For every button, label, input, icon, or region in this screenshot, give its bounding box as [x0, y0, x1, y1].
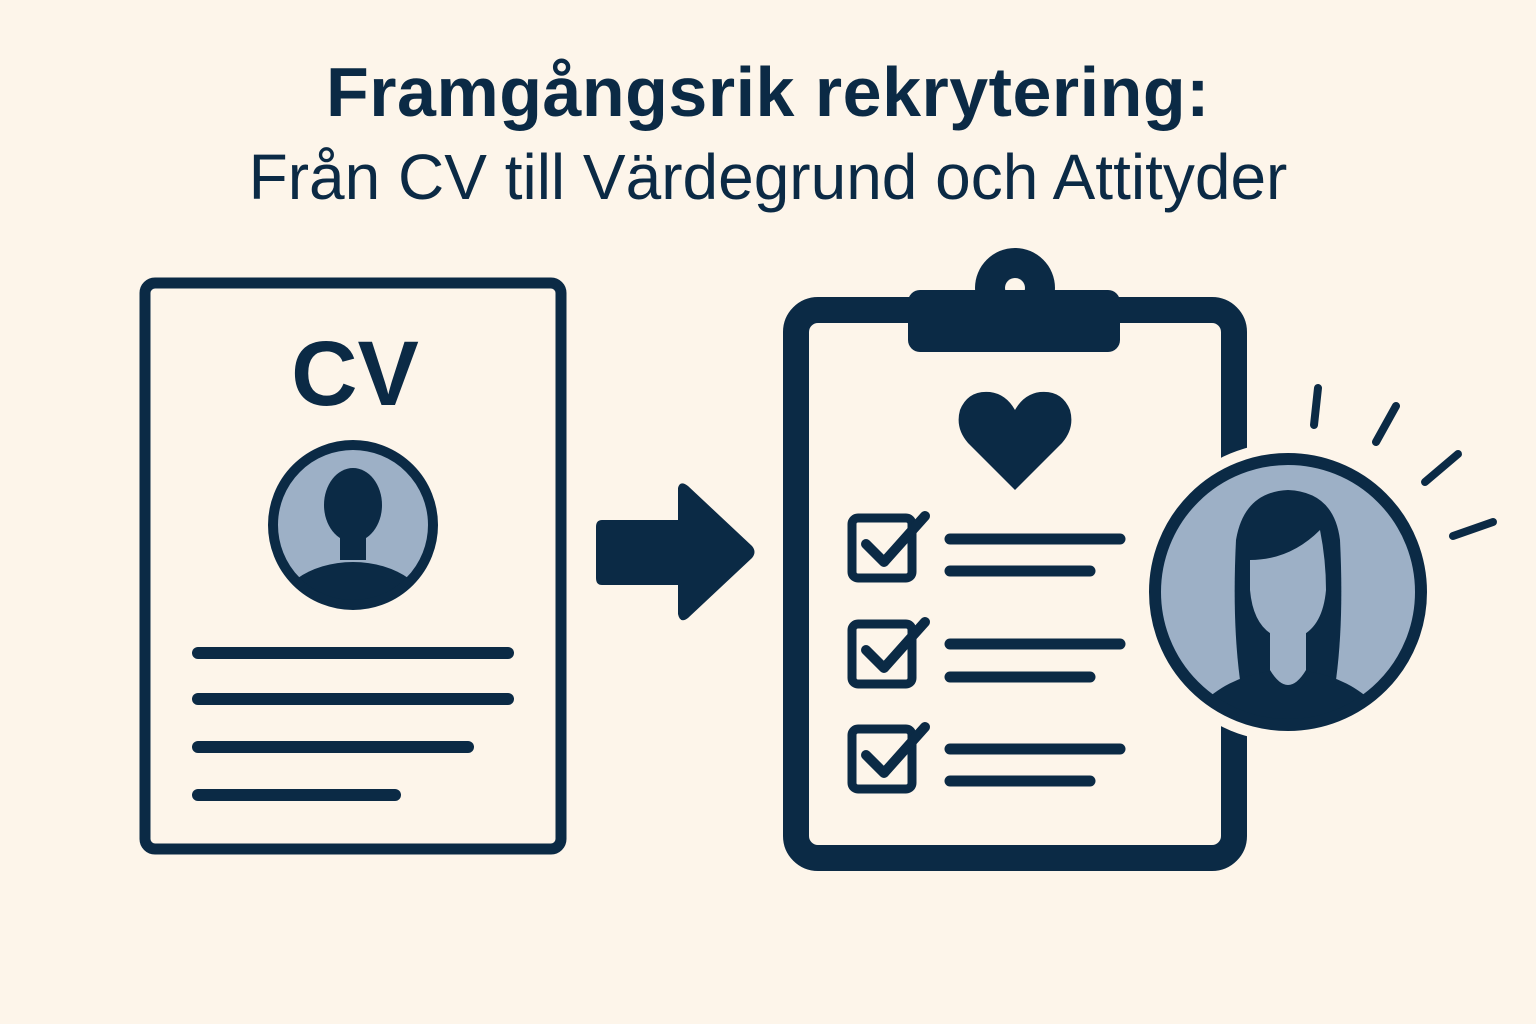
checkmark-icon [861, 511, 930, 567]
heart-icon [958, 391, 1072, 490]
clipboard [783, 248, 1247, 871]
cv-text-lines [192, 647, 514, 801]
sparkle-lines [1310, 384, 1497, 540]
woman-avatar-icon [1138, 384, 1497, 742]
checklist-item [847, 511, 1126, 583]
title-main: Framgångsrik rekrytering: [326, 53, 1210, 131]
title-subtitle: Från CV till Värdegrund och Attityder [248, 141, 1288, 213]
person-avatar-icon [268, 440, 438, 610]
checkmark-icon [861, 722, 930, 778]
cv-label: CV [291, 323, 419, 425]
checklist [847, 511, 1126, 794]
cv-document: CV [139, 277, 567, 855]
arrow-right-icon [596, 483, 755, 621]
checklist-item [847, 722, 1126, 794]
checklist-item [847, 617, 1126, 689]
checkmark-icon [861, 617, 930, 673]
